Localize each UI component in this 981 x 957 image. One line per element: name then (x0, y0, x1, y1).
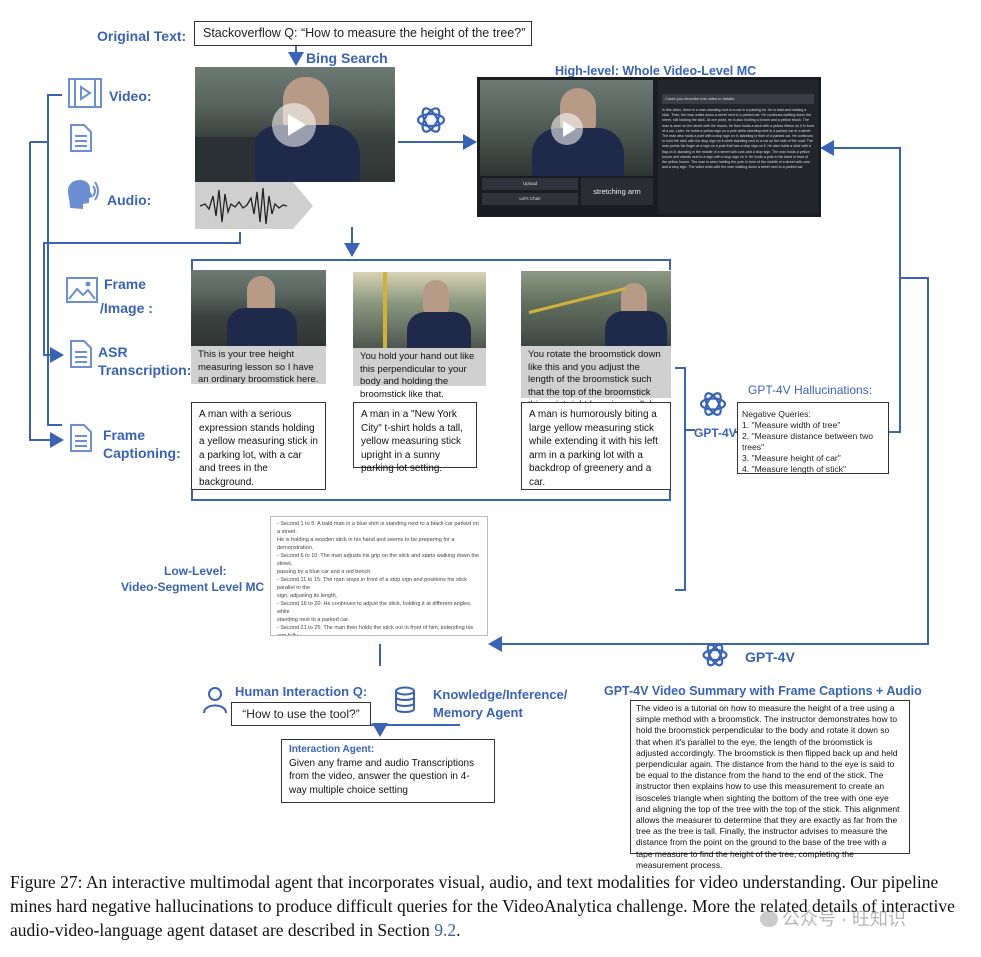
frame-label-1: Frame (104, 276, 147, 292)
watermark-text: 公众号 · 旺知识 (782, 909, 906, 929)
original-text-label: Original Text: (97, 28, 187, 44)
knowledge-label-1: Knowledge/Inference/ (433, 687, 568, 702)
frame2-stick (383, 272, 387, 348)
chat-response: In this video, there is a man standing n… (662, 108, 814, 170)
chat-prompt: Could you describe this video in details… (662, 94, 814, 104)
low-level-line: - Second 1 to 5: A bald man in a blue sh… (277, 521, 479, 535)
bing-search-label: Bing Search (306, 50, 388, 66)
image-icon (66, 277, 98, 303)
asr-label-1: ASR (98, 344, 128, 360)
high-level-app: Upload Let's Chat! stretching arm Could … (477, 77, 821, 217)
asr-box-3: You rotate the broomstick down like this… (521, 346, 671, 423)
hallucinations-title: GPT-4V Hallucinations: (748, 383, 873, 397)
caption-box-2: A man in a "New York City" t-shirt holds… (353, 402, 477, 474)
asr-label-2: Transcription: (98, 362, 192, 378)
low-level-box: - Second 1 to 5: A bald man in a blue sh… (270, 516, 488, 636)
negative-query-2: 2. "Measure distance between two trees" (742, 431, 874, 452)
play-icon[interactable] (271, 102, 317, 148)
low-level-line: passing by a blue car and a red bench. (277, 569, 372, 575)
gpt4v-label-2: GPT-4V (745, 649, 795, 665)
answer-output: stretching arm (581, 178, 653, 205)
low-level-title-2: Video-Segment Level MC (121, 580, 265, 594)
frame3-person-shirt (605, 311, 667, 346)
summary-box: The video is a tutorial on how to measur… (630, 700, 910, 870)
low-level-line: He is holding a wooden stick in his hand… (277, 537, 455, 551)
figure-caption-text: Figure 27: An interactive multimodal age… (10, 872, 955, 940)
frame-label-2: /Image : (100, 300, 153, 316)
interaction-agent-box: Interaction Agent: Given any frame and a… (281, 739, 495, 803)
low-level-line: - Second 16 to 20: He continues to adjus… (277, 601, 472, 615)
figure-caption: Figure 27: An interactive multimodal age… (10, 870, 975, 942)
caption-box-3: A man is humorously biting a large yello… (521, 402, 671, 490)
original-text-value: Stackoverflow Q: “How to measure the hei… (203, 26, 526, 40)
car-shape (195, 137, 255, 182)
wechat-icon (760, 911, 778, 927)
frame3-stick (528, 286, 627, 314)
low-level-lines: - Second 1 to 5: A bald man in a blue sh… (277, 520, 481, 636)
asr-box-2: You hold your hand out like this perpend… (353, 348, 486, 400)
low-level-line: sign, adjusting its length. (277, 593, 338, 599)
audio-waveform (195, 182, 313, 229)
negative-query-4: 4. "Measure length of stick" (742, 464, 847, 474)
database-icon (395, 686, 415, 713)
high-level-title: High-level: Whole Video-Level MC (555, 64, 757, 78)
watermark: 公众号 · 旺知识 (760, 905, 906, 931)
interaction-agent-text: Given any frame and audio Transcriptions… (289, 757, 475, 796)
high-level-video[interactable] (480, 80, 653, 176)
summary-text: The video is a tutorial on how to measur… (636, 703, 900, 870)
lets-chat-button[interactable]: Let's Chat! (482, 193, 578, 205)
original-text-box: Stackoverflow Q: “How to measure the hei… (194, 21, 532, 46)
negative-queries-heading: Negative Queries: (742, 409, 811, 419)
answer-output-label: stretching arm (593, 187, 641, 196)
negative-query-1: 1. "Measure width of tree" (742, 420, 841, 430)
asr-document-icon (70, 340, 92, 368)
openai-logo-icon-3 (702, 643, 728, 667)
negative-query-3: 3. "Measure height of car" (742, 453, 841, 463)
chat-panel: Could you describe this video in details… (658, 80, 818, 214)
asr-box-1: This is your tree height measuring lesso… (191, 346, 326, 385)
upload-button[interactable]: Upload (482, 178, 578, 190)
openai-logo-icon (416, 107, 446, 133)
summary-title: GPT-4V Video Summary with Frame Captions… (604, 684, 922, 698)
human-interaction-title: Human Interaction Q: (235, 684, 368, 699)
low-level-line: - Second 6 to 10: The man adjusts his gr… (277, 553, 479, 567)
gpt4v-label-1: GPT-4V: (694, 426, 741, 440)
caption-label-2: Captioning: (103, 445, 181, 461)
low-level-line: - Second 21 to 25: The man then holds th… (277, 625, 474, 636)
frame2-person-shirt (407, 312, 471, 348)
lets-chat-label: Let's Chat! (519, 196, 541, 201)
frame1-person-shirt (227, 308, 297, 346)
frame2-person-head (423, 280, 449, 314)
caption-box-1: A man with a serious expression stands h… (191, 402, 326, 490)
human-question-box: “How to use the tool?” (231, 702, 371, 726)
low-level-line: - Second 11 to 15: The man stops in fron… (277, 577, 467, 591)
frame-image-2 (353, 272, 486, 348)
caption-document-icon (70, 424, 92, 452)
caption-label-1: Frame (103, 427, 146, 443)
speaking-head-icon (68, 180, 99, 209)
frame-image-1 (191, 270, 326, 346)
user-icon (203, 687, 227, 714)
video-label: Video: (109, 88, 152, 104)
section-ref-link[interactable]: 9.2 (434, 920, 457, 940)
low-level-line: standing next to a parked car. (277, 617, 350, 623)
knowledge-label-2: Memory Agent (433, 705, 523, 720)
human-question: “How to use the tool?” (242, 707, 360, 721)
openai-logo-icon-2 (699, 392, 727, 416)
frame1-person-head (247, 276, 275, 312)
document-icon (70, 124, 92, 152)
upload-button-label: Upload (522, 181, 538, 186)
figure-caption-suffix: . (456, 920, 461, 940)
hl-play-icon[interactable] (550, 112, 584, 146)
video-film-icon (68, 78, 102, 108)
video-frame[interactable] (195, 67, 395, 182)
low-level-title-1: Low-Level: (164, 564, 227, 578)
audio-label: Audio: (107, 192, 152, 208)
hallucinations-box: Negative Queries: 1. "Measure width of t… (737, 402, 889, 474)
interaction-agent-title: Interaction Agent: (289, 744, 375, 755)
frame-image-3 (521, 271, 671, 346)
